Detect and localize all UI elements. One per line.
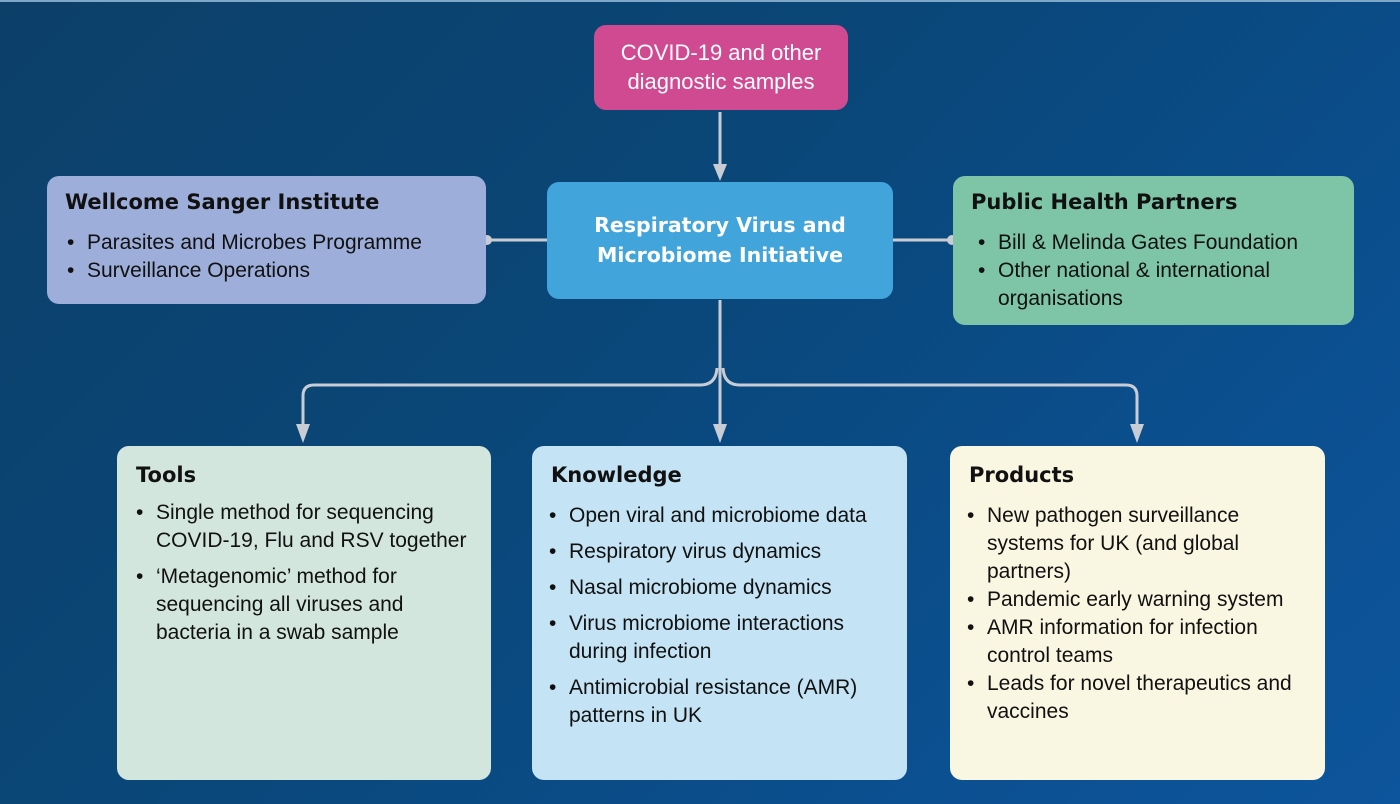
list-item: Other national & international organisat… xyxy=(976,257,1346,313)
branch-left-line xyxy=(301,367,719,430)
products-list: New pathogen surveillance systems for UK… xyxy=(965,502,1315,726)
knowledge-title: Knowledge xyxy=(551,463,682,487)
initiative-line-2: Microbiome Initiative xyxy=(597,243,843,267)
list-item: Single method for sequencing COVID-19, F… xyxy=(134,499,479,555)
knowledge-box: Knowledge Open viral and microbiome data… xyxy=(532,446,907,780)
arrow-into-center xyxy=(713,164,727,181)
list-item: Pandemic early warning system xyxy=(965,586,1315,614)
arrow-into-knowledge xyxy=(713,424,727,443)
initiative-box: Respiratory Virus and Microbiome Initiat… xyxy=(547,182,893,299)
list-item: Virus microbiome interactions during inf… xyxy=(547,610,897,666)
sanger-list: Parasites and Microbes Programme Surveil… xyxy=(65,229,485,285)
partners-title: Public Health Partners xyxy=(971,190,1238,214)
list-item: Leads for novel therapeutics and vaccine… xyxy=(965,670,1315,726)
products-box: Products New pathogen surveillance syste… xyxy=(950,446,1325,780)
partners-list: Bill & Melinda Gates Foundation Other na… xyxy=(976,229,1346,313)
list-item: Open viral and microbiome data xyxy=(547,502,897,530)
arrow-into-tools xyxy=(296,424,310,443)
input-samples-box: COVID-19 and other diagnostic samples xyxy=(594,25,848,110)
initiative-line-1: Respiratory Virus and xyxy=(594,213,846,237)
list-item: Nasal microbiome dynamics xyxy=(547,574,897,602)
arrow-into-products xyxy=(1130,424,1144,443)
tools-list: Single method for sequencing COVID-19, F… xyxy=(134,499,479,655)
input-line-1: COVID-19 and other xyxy=(620,40,822,65)
list-item: Respiratory virus dynamics xyxy=(547,538,897,566)
list-item: AMR information for infection control te… xyxy=(965,614,1315,670)
partners-box: Public Health Partners Bill & Melinda Ga… xyxy=(953,176,1354,325)
sanger-title: Wellcome Sanger Institute xyxy=(65,190,380,214)
products-title: Products xyxy=(969,463,1075,487)
input-line-2: diagnostic samples xyxy=(627,69,815,94)
list-item: Parasites and Microbes Programme xyxy=(65,229,485,257)
top-border xyxy=(0,0,1400,2)
sanger-box: Wellcome Sanger Institute Parasites and … xyxy=(47,176,486,304)
list-item: Bill & Melinda Gates Foundation xyxy=(976,229,1346,257)
list-item: New pathogen surveillance systems for UK… xyxy=(965,502,1315,586)
tools-box: Tools Single method for sequencing COVID… xyxy=(117,446,491,780)
list-item: Surveillance Operations xyxy=(65,257,485,285)
tools-title: Tools xyxy=(136,463,197,487)
list-item: ‘Metagenomic’ method for sequencing all … xyxy=(134,563,479,647)
knowledge-list: Open viral and microbiome data Respirato… xyxy=(547,502,897,738)
list-item: Antimicrobial resistance (AMR) patterns … xyxy=(547,674,897,730)
branch-right-line xyxy=(721,367,1139,430)
